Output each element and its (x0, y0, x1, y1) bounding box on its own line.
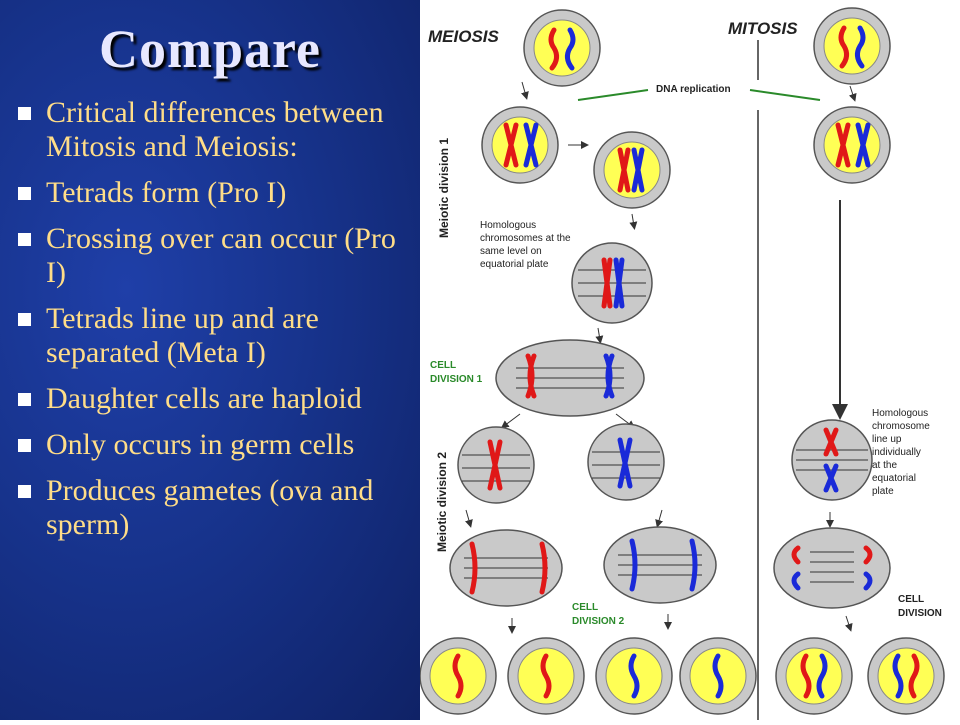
bullet-item: Critical differences between Mitosis and… (12, 96, 412, 164)
mitosis-daughter-cell-2 (867, 637, 945, 715)
arrow (844, 615, 853, 632)
meiotic-division-2-label: Meiotic division 2 (435, 452, 449, 552)
dna-replication-line-right (749, 89, 821, 101)
meiosis-parent-cell (523, 9, 601, 87)
bullet-square-icon (18, 393, 31, 406)
bullet-item: Daughter cells are haploid (12, 382, 412, 416)
diagram-panel: MEIOSIS MITOSIS DNA replication Meiotic … (419, 0, 960, 720)
meiosis-metaphase-2-cell-a (457, 426, 535, 504)
bullet-item: Crossing over can occur (Pro I) (12, 222, 412, 290)
note-line: plate (872, 486, 894, 497)
arrow (655, 509, 663, 528)
cell-division-label: CELL (898, 594, 924, 605)
meiosis-anaphase-1-cell (495, 339, 645, 417)
bullet-square-icon (18, 439, 31, 452)
bullet-item: Only occurs in germ cells (12, 428, 412, 462)
note-line: Homologous (872, 408, 928, 419)
text-panel: Compare Critical differences between Mit… (0, 0, 420, 720)
note-line: at the (872, 460, 897, 471)
mitosis-anaphase-cell (773, 527, 891, 609)
mitosis-parent-cell (813, 7, 891, 85)
cell-division-1-label: DIVISION 1 (430, 374, 483, 385)
bullet-square-icon (18, 233, 31, 246)
meiosis-daughter-cell-4 (679, 637, 757, 715)
note-line: equatorial (872, 473, 916, 484)
note-line: line up (872, 434, 902, 445)
bullet-text: Only occurs in germ cells (46, 428, 355, 461)
note-line: Homologous (480, 220, 536, 231)
cell-division-label: DIVISION (898, 608, 942, 619)
homologous-note: Homologous chromosomes at the same level… (480, 220, 571, 270)
meiosis-replicated-cell (481, 106, 559, 184)
bullet-square-icon (18, 313, 31, 326)
bullet-text: Tetrads form (Pro I) (46, 176, 287, 209)
bullet-text: Crossing over can occur (Pro I) (46, 222, 396, 289)
meiosis-mitosis-diagram: MEIOSIS MITOSIS DNA replication Meiotic … (419, 7, 945, 720)
bullet-text: Tetrads line up and are separated (Meta … (46, 302, 319, 369)
bullet-item: Produces gametes (ova and sperm) (12, 474, 412, 542)
arrow (465, 509, 473, 528)
meiosis-tetrad-cell (593, 131, 671, 209)
bullet-square-icon (18, 187, 31, 200)
arrow (521, 81, 529, 100)
meiosis-metaphase-2-cell-b (587, 423, 665, 501)
bullet-square-icon (18, 107, 31, 120)
bullet-item: Tetrads form (Pro I) (12, 176, 412, 210)
mitosis-metaphase-cell (791, 419, 873, 501)
arrow (500, 413, 521, 429)
cell-division-2-label: DIVISION 2 (572, 616, 625, 627)
meiosis-anaphase-2-cell-a (449, 529, 563, 607)
meiosis-metaphase-1-cell (571, 242, 653, 324)
arrow (595, 327, 604, 344)
meiosis-label: MEIOSIS (428, 27, 500, 46)
mitosis-daughter-cell-1 (775, 637, 853, 715)
meiosis-anaphase-2-cell-b (603, 526, 717, 604)
arrow (848, 85, 857, 102)
dna-replication-line-left (577, 89, 649, 101)
bullet-list: Critical differences between Mitosis and… (12, 96, 412, 554)
dna-replication-label: DNA replication (656, 84, 731, 95)
meiotic-division-1-label: Meiotic division 1 (437, 138, 451, 238)
slide-title: Compare (99, 19, 321, 79)
bullet-item: Tetrads line up and are separated (Meta … (12, 302, 412, 370)
cell-division-1-label: CELL (430, 360, 456, 371)
arrow (629, 213, 638, 230)
note-line: same level on (480, 246, 542, 257)
note-line: chromosome (872, 421, 930, 432)
mitosis-replicated-cell (813, 106, 891, 184)
mitosis-label: MITOSIS (728, 19, 798, 38)
note-line: chromosomes at the (480, 233, 571, 244)
meiosis-daughter-cell-3 (595, 637, 673, 715)
cell-division-2-label: CELL (572, 602, 598, 613)
bullet-text: Daughter cells are haploid (46, 382, 362, 415)
mitosis-note: Homologous chromosome line up individual… (872, 408, 930, 497)
meiosis-daughter-cell-2 (507, 637, 585, 715)
bullet-square-icon (18, 485, 31, 498)
bullet-text: Critical differences between Mitosis and… (46, 96, 384, 163)
note-line: equatorial plate (480, 259, 549, 270)
bullet-text: Produces gametes (ova and sperm) (46, 474, 374, 541)
note-line: individually (872, 447, 921, 458)
meiosis-daughter-cell-1 (419, 637, 497, 715)
